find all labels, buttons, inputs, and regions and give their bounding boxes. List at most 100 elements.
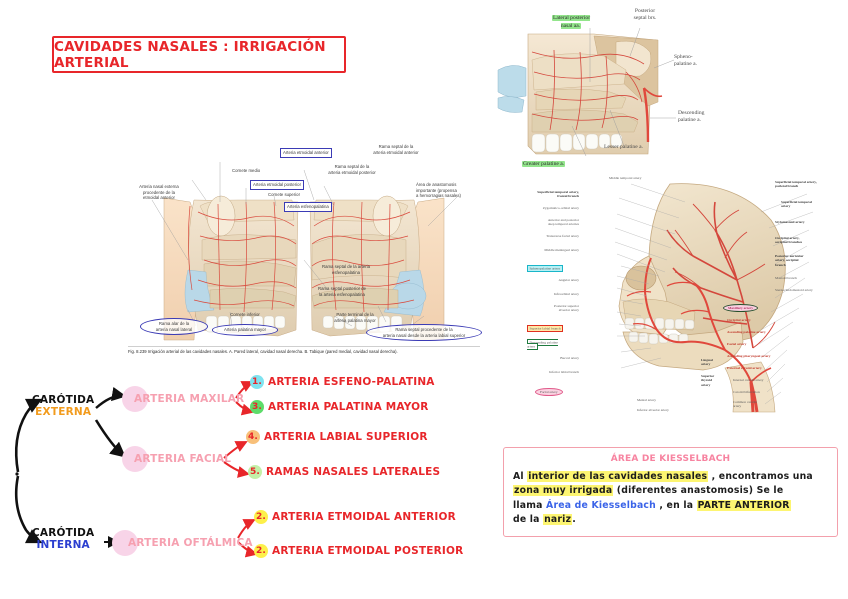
nasal-label-rama-alar-nasal-lateral: Rama alar de la arteria nasal lateral (140, 318, 208, 335)
kiesselbach-line-4: de la nariz. (513, 514, 576, 526)
kiesselbach-body: Al interior de las cavidades nasales , e… (513, 470, 829, 528)
flow-bubble-maxilar (122, 386, 148, 412)
skull-label-transverse-facial: Transverse facial artery (546, 234, 579, 238)
flow-item-5-badge: 5. (248, 465, 262, 479)
artery-flow-diagram: CARÓTIDA EXTERNA CARÓTIDA INTERNA ARTERI… (0, 372, 463, 567)
skull-label-sternocleidomastoid: Sternocleidomastoid artery (775, 288, 813, 292)
skull-label-inferior-labial-branch: Inferior labial branch (549, 370, 579, 374)
flow-branch-maxilar: ARTERIA MAXILAR (134, 393, 245, 405)
skull-label-maxillary-artery: Maxillary artery (723, 302, 758, 313)
nasal-label-rama-septal-posterior-esfenopalatina: Rama septal posterior de la arteria esfe… (317, 286, 366, 297)
skull-label-deep-temporal: Anterior and posterior deep temporal art… (547, 218, 579, 227)
nasal-label-cornete-superior: Cornete superior (268, 192, 301, 197)
skull-label-common-carotid: Common carotid artery (733, 400, 757, 409)
figure-lateral-nasal-wall: Lateral posterior nasal aa. Posterior se… (497, 6, 846, 168)
skull-label-ascending-palatine: Ascending palatine artery (727, 330, 766, 334)
flow-item-2p-badge: 2. (254, 544, 268, 558)
skull-label-posterior-auricular: Posterior auricular artery, occipital br… (775, 254, 804, 267)
flow-item-2-anterior: 2. ARTERIA ETMOIDAL ANTERIOR (254, 510, 456, 524)
flow-item-4: 4. ARTERIA LABIAL SUPERIOR (246, 430, 428, 444)
flow-root-externa-main: CARÓTIDA (32, 394, 95, 406)
nasal-label-arteria-esfenopalatina: Arteria esfenopalatina (284, 202, 332, 212)
flow-item-1: 1. ARTERIA ESFENO-PALATINA (250, 375, 435, 389)
flow-item-2a-label: ARTERIA ETMOIDAL ANTERIOR (272, 511, 456, 523)
sagittal-label-lateral-posterior-nasal: Lateral posterior nasal aa. (551, 15, 591, 29)
flow-item-4-badge: 4. (246, 430, 260, 444)
skull-label-facial-artery: Facial artery (535, 386, 563, 397)
skull-label-descending-palatine: Descending palatine artery (527, 338, 558, 351)
nasal-label-parte-terminal-palatina-mayor: Parte terminal de la arteria palatina ma… (334, 312, 376, 323)
sagittal-label-lesser-palatine: Lesser palatine a. (604, 144, 643, 150)
sagittal-label-posterior-septal: Posterior septal brs. (633, 8, 657, 22)
nasal-label-arteria-palatina-mayor: Arteria palatina mayor (212, 324, 278, 336)
skull-label-ascending-pharyngeal: Ascending pharyngeal artery (727, 354, 771, 358)
skull-label-internal-carotid: Internal carotid artery (733, 378, 764, 382)
flow-item-2a-badge: 2. (254, 510, 268, 524)
flow-item-3-label: ARTERIA PALATINA MAYOR (268, 401, 429, 413)
flow-root-externa-sub: EXTERNA (35, 406, 92, 419)
flow-item-3: 3. ARTERIA PALATINA MAYOR (250, 400, 429, 414)
skull-label-facial-right: Facial artery (727, 342, 747, 346)
skull-label-inferior-alveolar: Inferior alveolar artery (637, 408, 669, 412)
nasal-cavity-illustration (151, 162, 459, 341)
page-title: CAVIDADES NASALES : IRRIGACIÓN ARTERIAL (54, 38, 326, 71)
figure-caption: Fig. 8.239 Irrigación arterial de las ca… (128, 346, 480, 354)
skull-label-lingual: Lingual artery (701, 358, 713, 367)
nasal-label-rama-septal-etmoidal-posterior: Rama septal de la arteria etmoidal poste… (328, 164, 376, 175)
skull-illustration (614, 183, 814, 413)
sagittal-label-sphenopalatine: Spheno- palatine a. (674, 54, 697, 68)
skull-label-middle-temporal: Middle temporal artery (609, 176, 642, 180)
skull-label-occipital: Occipital artery (727, 318, 751, 322)
nasal-label-cornete-medio: Cornete medio (232, 168, 261, 173)
flow-root-interna-sub: INTERNA (36, 539, 90, 552)
flow-bubble-oftalmica (112, 530, 138, 556)
skull-label-sphenopalatine: Sphenopalatine artery (527, 262, 563, 272)
nasal-label-area-anastomosis: Área de anastomosis importante (propensa… (416, 182, 461, 198)
nasal-label-cornete-inferior: Cornete inferior (230, 312, 260, 317)
flow-item-5-label: RAMAS NASALES LATERALES (266, 466, 441, 478)
skull-label-superficial-temporal: Superficial temporal artery (781, 200, 812, 209)
page-title-box: CAVIDADES NASALES : IRRIGACIÓN ARTERIAL (52, 36, 346, 73)
skull-label-posterior-superior-alveolar: Posterior superior alveolar artery (554, 304, 579, 313)
skull-label-occipital-branches: Occipital artery, occipital branches (775, 236, 803, 245)
skull-label-superior-thyroid: Superior thyroid artery (701, 374, 715, 387)
flow-branch-oftalmica: ARTERIA OFTÁLMICA (128, 537, 253, 549)
skull-label-angular: Angular artery (558, 278, 579, 282)
nasal-label-rama-septal-labial-superior: Rama septal procedente de la arteria nas… (366, 324, 482, 341)
flow-branch-facial: ARTERIA FACIAL (134, 453, 232, 465)
figure-nasal-cavities: Arteria etmoidal anterior Cornete medio … (128, 140, 482, 362)
flow-item-2p-label: ARTERIA ETMOIDAL POSTERIOR (272, 545, 464, 557)
skull-label-carotid-bifurcation: Carotid bifurcation (733, 390, 760, 394)
nasal-label-rama-septal-esfenopalatina: Rama septal de la arteria esfenopalatina (321, 264, 370, 275)
skull-label-stylomastoid: Stylomastoid artery (775, 220, 805, 224)
skull-label-middle-meningeal: Middle meningeal artery (544, 248, 579, 252)
skull-label-superficial-temporal-parietal: Superficial temporal artery, parietal br… (775, 180, 817, 189)
kiesselbach-line-1: Al interior de las cavidades nasales , e… (513, 471, 813, 482)
skull-label-mental: Mental artery (637, 398, 656, 402)
flow-item-2-posterior: 2. ARTERIA ETMOIDAL POSTERIOR (254, 544, 463, 558)
nasal-label-arteria-nasal-externa: Arteria nasal externa procedente de la e… (139, 184, 179, 200)
sagittal-label-descending-palatine: Descending palatine a. (678, 110, 705, 124)
nasal-label-rama-septal-etmoidal-anterior: Rama septal de la arteria etmoidal anter… (373, 144, 419, 155)
flow-item-1-label: ARTERIA ESFENO-PALATINA (268, 376, 435, 388)
flow-item-3-badge: 3. (250, 400, 264, 414)
flow-item-1-badge: 1. (250, 375, 264, 389)
flow-root-carotida-interna: CARÓTIDA INTERNA (32, 527, 94, 551)
nasal-label-arteria-etmoidal-anterior: Arteria etmoidal anterior (280, 148, 332, 158)
flow-root-carotida-externa: CARÓTIDA EXTERNA (32, 394, 94, 418)
skull-label-infraorbital: Infraorbital artery (554, 292, 579, 296)
skull-label-superior-labial-branch: Superior labial branch (527, 322, 564, 332)
skull-label-buccal: Buccal artery (560, 356, 579, 360)
nasal-label-arteria-etmoidal-posterior: Arteria etmoidal posterior (250, 180, 305, 190)
skull-label-superficial-temporal-frontal: Superficial temporal artery, frontal bra… (537, 190, 579, 199)
kiesselbach-line-3: llama Área de Kiesselbach , en la PARTE … (513, 499, 791, 511)
flow-item-5: 5. RAMAS NASALES LATERALES (248, 465, 440, 479)
skull-label-zygomatico-orbital: Zygomatico-orbital artery (542, 206, 579, 210)
flow-root-interna-main: CARÓTIDA (32, 527, 95, 539)
flow-item-4-label: ARTERIA LABIAL SUPERIOR (264, 431, 428, 443)
figure-skull-arteries: Superficial temporal artery, frontal bra… (527, 172, 847, 413)
flow-bubble-facial (122, 446, 148, 472)
kiesselbach-line-2: zona muy irrigada (diferentes anastomosi… (513, 485, 784, 497)
kiesselbach-title: ÁREA DE KIESSELBACH (610, 454, 731, 464)
kiesselbach-note-box: ÁREA DE KIESSELBACH Al interior de las c… (503, 447, 838, 537)
